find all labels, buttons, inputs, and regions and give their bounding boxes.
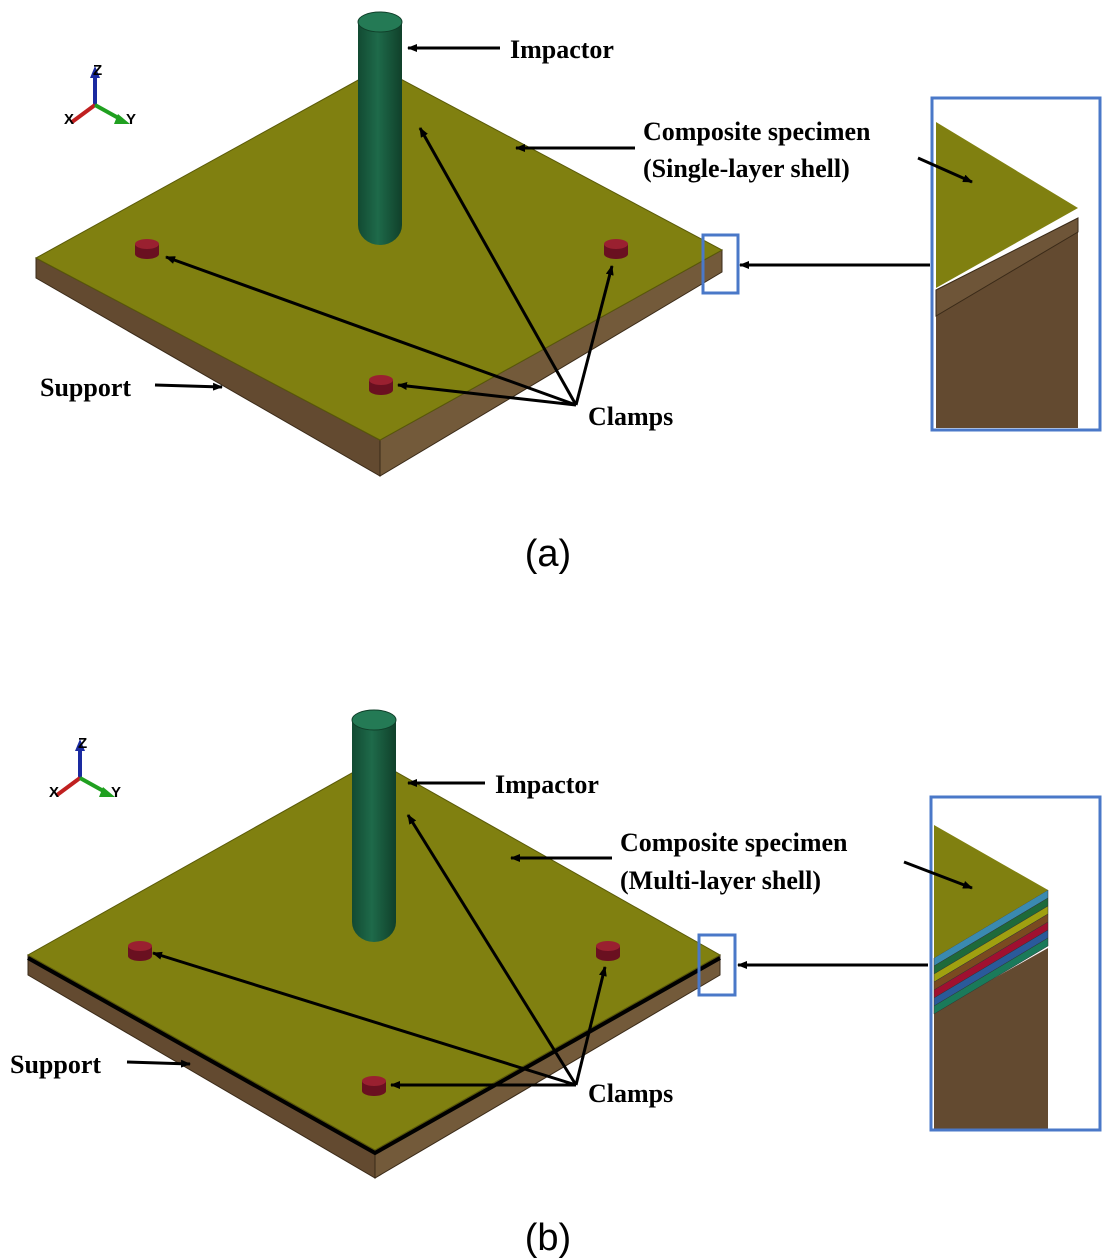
- callout-arrows: [154, 44, 930, 407]
- impactor: [351, 709, 397, 942]
- axis-triad: Z X Y: [49, 735, 121, 801]
- inset-single-layer: [917, 96, 1102, 432]
- caption-b: (b): [525, 1217, 571, 1259]
- impactor: [357, 11, 403, 245]
- clamps-label: Clamps: [588, 402, 673, 431]
- clamps-label: Clamps: [588, 1079, 673, 1108]
- caption-a: (a): [525, 533, 571, 575]
- panel-a: Z X Y: [34, 11, 1102, 575]
- support-label: Support: [10, 1050, 101, 1079]
- ply-layer: [933, 937, 1049, 1015]
- y-axis-label: Y: [126, 111, 136, 128]
- x-axis-label: X: [49, 784, 59, 801]
- clamps: [128, 941, 620, 1096]
- detail-box: [701, 233, 740, 295]
- detail-box: [697, 933, 737, 997]
- support-label: Support: [40, 373, 131, 402]
- specimen-type-label: (Single-layer shell): [643, 154, 850, 183]
- x-axis-label: X: [64, 111, 74, 128]
- axis-triad: Z X Y: [64, 62, 136, 128]
- z-axis-label: Z: [93, 62, 102, 79]
- callout-arrows: [126, 779, 928, 1089]
- specimen-label: Composite specimen: [620, 828, 848, 857]
- z-axis-label: Z: [78, 735, 87, 752]
- inset-multi-layer: [903, 795, 1102, 1132]
- specimen-type-label: (Multi-layer shell): [620, 866, 821, 895]
- impactor-label: Impactor: [510, 35, 614, 64]
- y-axis-label: Y: [111, 784, 121, 801]
- composite-specimen: [34, 67, 724, 441]
- impactor-label: Impactor: [495, 770, 599, 799]
- specimen-label: Composite specimen: [643, 117, 871, 146]
- support: [27, 954, 721, 1179]
- panel-b: Z X Y: [10, 709, 1102, 1259]
- clamps: [135, 239, 628, 395]
